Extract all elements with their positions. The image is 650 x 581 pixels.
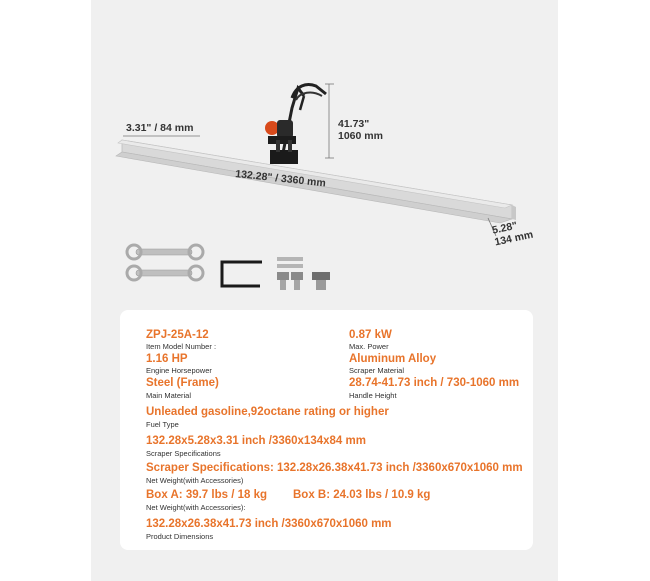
scraper-material-value: Aluminum Alloy	[349, 353, 437, 365]
handle-height-label: Handle Height	[349, 391, 397, 400]
horsepower-value: 1.16 HP	[146, 353, 188, 365]
wrench-icon	[125, 264, 205, 282]
screed-bar	[115, 139, 516, 224]
product-diagram	[115, 83, 516, 290]
handle-height-value: 28.74-41.73 inch / 730-1060 mm	[349, 377, 520, 389]
fuel-label: Fuel Type	[146, 420, 179, 429]
scraper-spec-value: 132.28x5.28x3.31 inch /3360x134x84 mm	[146, 435, 366, 447]
scraper-material-label: Scraper Material	[349, 366, 405, 375]
model-value: ZPJ-25A-12	[146, 329, 209, 341]
bolt-icon	[277, 272, 303, 290]
product-dims-label: Product Dimensions	[146, 532, 214, 541]
model-label: Item Model Number :	[146, 342, 217, 351]
dimension-lines	[123, 83, 497, 237]
height-dimension-inch: 41.73"	[338, 118, 370, 130]
engine-unit	[265, 83, 327, 164]
net-weight-1-value: Scraper Specifications: 132.28x26.38x41.…	[146, 462, 523, 474]
depth-dimension: 3.31" / 84 mm	[126, 122, 194, 134]
net-weight-1-label: Net Weight(with Accessories)	[146, 476, 244, 485]
nut-icon	[312, 272, 330, 290]
box-b-value: Box B: 24.03 lbs / 10.9 kg	[293, 489, 431, 501]
height-dimension-mm: 1060 mm	[338, 130, 383, 142]
power-label: Max. Power	[349, 342, 389, 351]
spec-card	[120, 310, 533, 550]
pin-icon	[277, 257, 303, 268]
product-dims-value: 132.28x26.38x41.73 inch /3360x670x1060 m…	[146, 518, 392, 530]
main-material-value: Steel (Frame)	[146, 377, 219, 389]
main-material-label: Main Material	[146, 391, 192, 400]
wrench-icon	[125, 243, 205, 261]
box-a-value: Box A: 39.7 lbs / 18 kg	[146, 489, 268, 501]
scraper-spec-label: Scraper Specifications	[146, 449, 221, 458]
horsepower-label: Engine Horsepower	[146, 366, 212, 375]
fuel-value: Unleaded gasoline,92octane rating or hig…	[146, 406, 389, 418]
height-dimension: 41.73" 1060 mm	[338, 118, 383, 142]
net-weight-2-label: Net Weight(with Accessories):	[146, 503, 246, 512]
power-value: 0.87 kW	[349, 329, 392, 341]
hex-key-icon	[220, 260, 262, 288]
